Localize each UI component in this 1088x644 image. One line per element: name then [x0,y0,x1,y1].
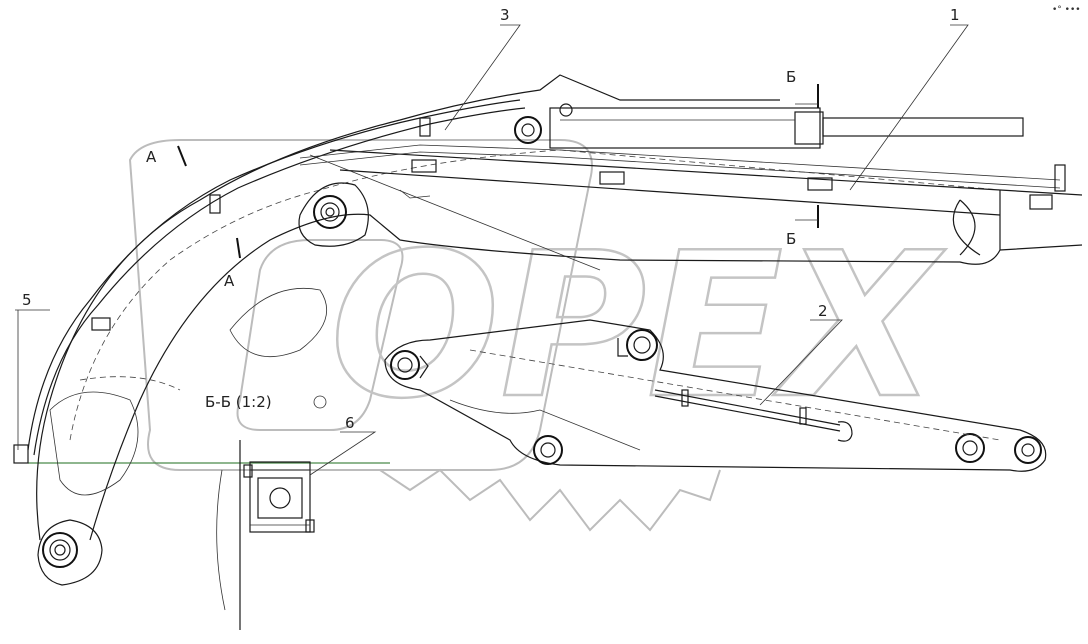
boom-pivot-upper [298,182,369,247]
callout-6: 6 [345,414,355,432]
section-view-b [216,440,315,630]
section-mark-a-bottom: А [224,272,235,290]
arm-hose [654,389,853,442]
callout-1: 1 [950,6,960,24]
callout-2: 2 [818,302,828,320]
section-mark-arrows [177,84,819,259]
boom-body [36,74,1083,586]
section-view-label: Б-Б (1:2) [205,393,272,411]
rotation-symbol [313,395,327,409]
corner-mark: •° ••• [1052,5,1081,15]
callout-5: 5 [22,291,32,309]
boom-cylinder [514,103,1024,149]
watermark-text: OPEX [330,210,946,443]
lower-arm [384,319,1047,472]
section-mark-a-top: А [146,148,157,166]
callout-3: 3 [500,6,510,24]
hose-lines [13,99,1066,464]
section-cut-line [309,154,601,271]
arm-upper-section [329,149,1083,256]
watermark-logo: OPEX [128,139,947,532]
section-mark-b-bottom: Б [786,230,796,248]
section-mark-b-top: Б [786,68,796,86]
callout-leaders [15,24,969,476]
